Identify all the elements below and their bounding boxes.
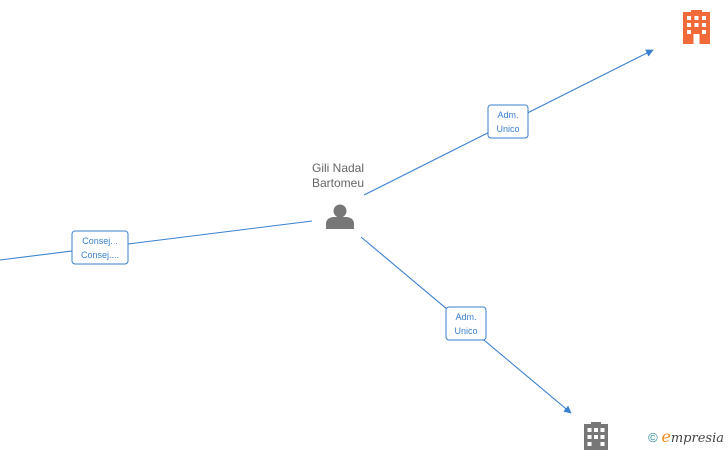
brand-logo-initial: e xyxy=(661,427,671,446)
edge-label-top-right-line1: Adm. xyxy=(497,110,518,120)
person-name-line1: Gili Nadal xyxy=(311,161,365,175)
copyright-symbol: © xyxy=(648,430,658,445)
edge-to-left-node xyxy=(0,220,313,261)
edge-label-left-line2: Consej.... xyxy=(81,250,119,260)
edge-label-top-right[interactable]: Adm. Unico xyxy=(487,104,529,139)
brand-logo-rest: mpresia xyxy=(670,431,724,446)
edge-label-top-right-line2: Unico xyxy=(496,124,519,134)
edge-label-left-line1: Consej. . xyxy=(82,236,118,246)
person-name[interactable]: Gili Nadal Bartomeu xyxy=(293,161,383,191)
building-icon[interactable] xyxy=(584,422,608,450)
edge-label-bottom[interactable]: Adm. Unico xyxy=(445,306,487,341)
edge-label-left[interactable]: Consej. . Consej.... xyxy=(71,230,129,265)
copyright-credit: © empresia xyxy=(648,427,724,446)
edge-label-bottom-line1: Adm. xyxy=(455,312,476,322)
person-name-line2: Bartomeu xyxy=(311,176,365,190)
edge-label-bottom-line2: Unico xyxy=(454,326,477,336)
brand-logo: empresia xyxy=(661,427,724,446)
person-icon[interactable] xyxy=(326,204,354,230)
building-icon[interactable] xyxy=(683,10,710,44)
